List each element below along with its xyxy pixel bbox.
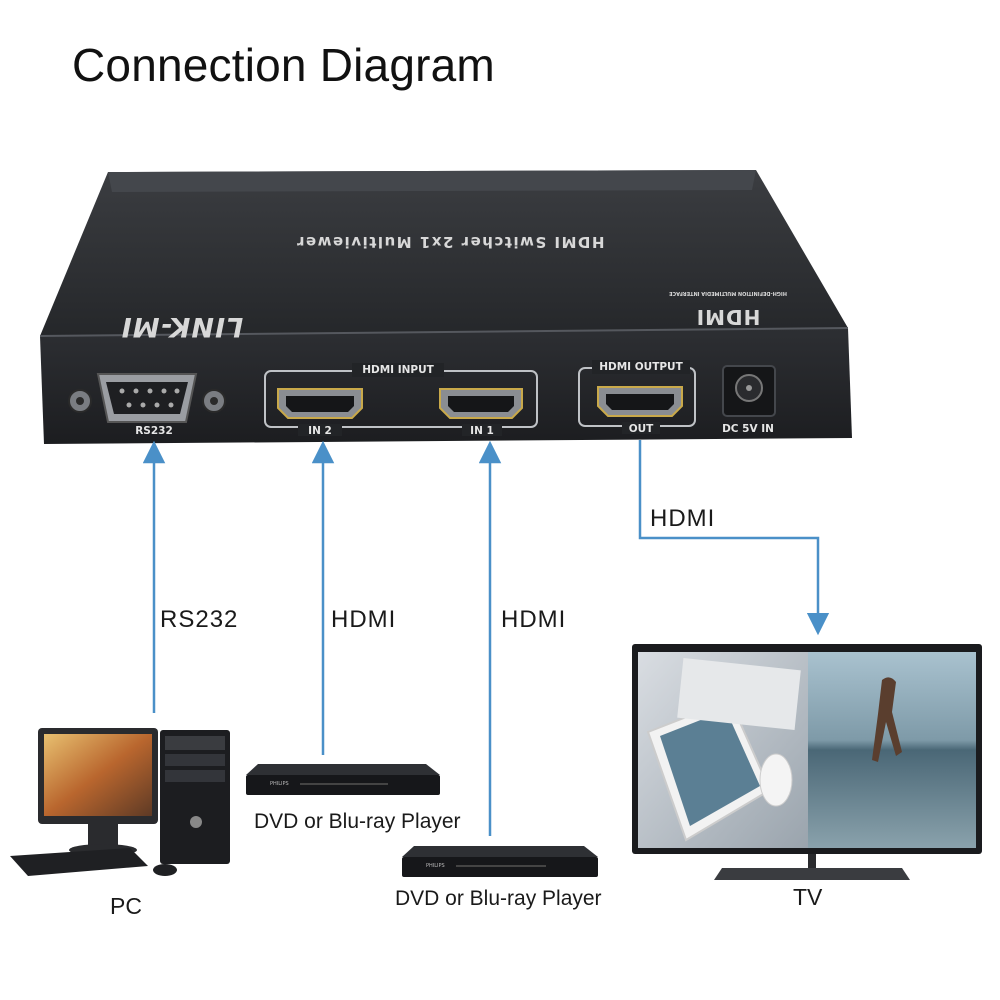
hdmi-output-group-label: HDMI OUTPUT [599, 361, 683, 373]
page-title: Connection Diagram [72, 39, 495, 91]
brand-logo: LINK-MI [121, 311, 244, 342]
rs232-port [68, 373, 226, 423]
hdmi-in1-connection-label: HDMI [501, 606, 567, 633]
pc-label: PC [110, 893, 142, 919]
player-1-brand: PHILIPS [270, 781, 289, 787]
hdmi-logo-subtitle: HIGH-DEFINITION MULTIMEDIA INTERFACE [668, 290, 787, 296]
hdmi-out-connection-label: HDMI [650, 505, 716, 532]
tv-illustration [632, 644, 982, 880]
hdmi-in2-label: IN 2 [308, 425, 332, 437]
hdmi-out-arrow [638, 440, 830, 636]
dvd-player-1-illustration: PHILIPS [246, 764, 440, 795]
hdmi-in2-port [277, 388, 363, 419]
player-2-label: DVD or Blu-ray Player [395, 887, 602, 910]
hdmi-in2-connection-label: HDMI [331, 606, 397, 633]
dc-jack-label: DC 5V IN [722, 423, 774, 435]
hdmi-switcher-device: HDMI Switcher 2x1 Multiviewer LINK-MI HD… [39, 170, 852, 444]
hdmi-out-label: OUT [629, 423, 654, 435]
rs232-port-label: RS232 [135, 425, 173, 437]
dvd-player-2-illustration: PHILIPS [402, 846, 598, 877]
device-model-text: HDMI Switcher 2x1 Multiviewer [296, 233, 605, 251]
hdmi-in1-port [439, 388, 523, 419]
pc-illustration [10, 728, 230, 876]
rs232-connection-label: RS232 [160, 606, 239, 633]
player-2-brand: PHILIPS [426, 863, 445, 869]
hdmi-input-group-label: HDMI INPUT [362, 364, 434, 376]
tv-label: TV [793, 884, 823, 910]
hdmi-logo: HDMI [696, 305, 761, 329]
hdmi-out-port [597, 386, 683, 417]
hdmi-in1-label: IN 1 [470, 425, 494, 437]
dc-power-jack [722, 365, 776, 417]
player-1-label: DVD or Blu-ray Player [254, 810, 461, 833]
